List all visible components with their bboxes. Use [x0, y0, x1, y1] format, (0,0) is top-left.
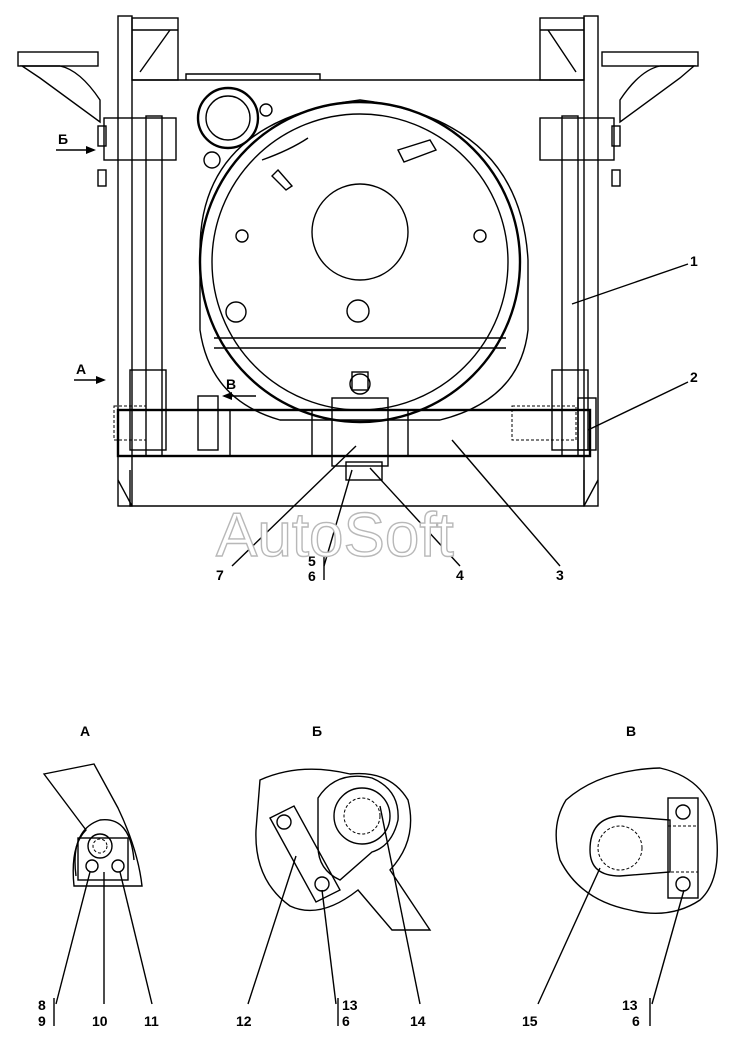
callout-6: 6 [308, 568, 316, 584]
callout-12: 12 [236, 1013, 252, 1029]
detail-v: В 15 13 6 [522, 723, 718, 1029]
callout-8: 8 [38, 997, 46, 1013]
detail-a-title: А [80, 723, 90, 739]
view-marker-a: А [76, 361, 86, 377]
cross-beam [113, 371, 597, 507]
callout-5: 5 [308, 553, 316, 569]
watermark: AutoSoft [216, 501, 454, 570]
right-bracket [539, 15, 699, 507]
view-marker-v: В [226, 376, 236, 392]
left-bracket [17, 15, 179, 507]
callout-14: 14 [410, 1013, 426, 1029]
callout-11: 11 [144, 1013, 159, 1029]
callout-4: 4 [456, 567, 464, 583]
drum-housing [198, 99, 529, 424]
filler-neck [196, 86, 273, 169]
detail-b-title: Б [312, 723, 322, 739]
callout-3: 3 [556, 567, 564, 583]
callout-6-b: 6 [342, 1013, 350, 1029]
detail-v-title: В [626, 723, 636, 739]
callout-9: 9 [38, 1013, 46, 1029]
callout-15: 15 [522, 1013, 538, 1029]
detail-b: Б 12 13 6 14 [236, 723, 432, 1029]
callout-13-b: 13 [342, 997, 358, 1013]
callout-7: 7 [216, 567, 224, 583]
callout-10: 10 [92, 1013, 108, 1029]
callout-1: 1 [690, 253, 698, 269]
callout-13-v: 13 [622, 997, 638, 1013]
main-view: Б А В 1 2 3 4 5 6 7 [17, 15, 699, 584]
callout-2: 2 [690, 369, 698, 385]
detail-a: А 8 9 10 11 [38, 723, 159, 1029]
view-marker-b: Б [58, 131, 68, 147]
callout-6-v: 6 [632, 1013, 640, 1029]
